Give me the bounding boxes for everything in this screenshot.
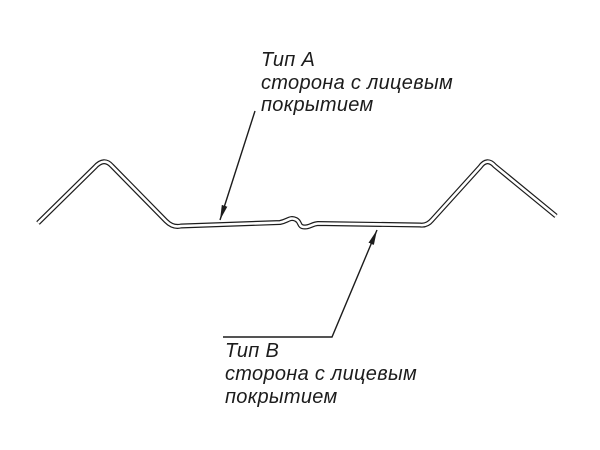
sheet-profile-inner-highlight — [37, 160, 557, 229]
type-b-label-line2: покрытием — [225, 386, 338, 408]
sheet-profile-cross-section — [36, 159, 558, 230]
type-a-label-title: Тип А — [261, 49, 315, 71]
type-b-label-line1: сторона с лицевым — [225, 363, 417, 385]
type-a-label: Тип А сторона с лицевым покрытием — [261, 49, 453, 116]
type-a-label-line2: покрытием — [261, 94, 374, 116]
type-a-label-line1: сторона с лицевым — [261, 72, 453, 94]
type-b-label: Тип В сторона с лицевым покрытием — [225, 340, 417, 408]
type-b-leader-line — [223, 229, 378, 338]
type-a-leader-line — [219, 110, 256, 221]
type-b-label-title: Тип В — [225, 340, 279, 362]
